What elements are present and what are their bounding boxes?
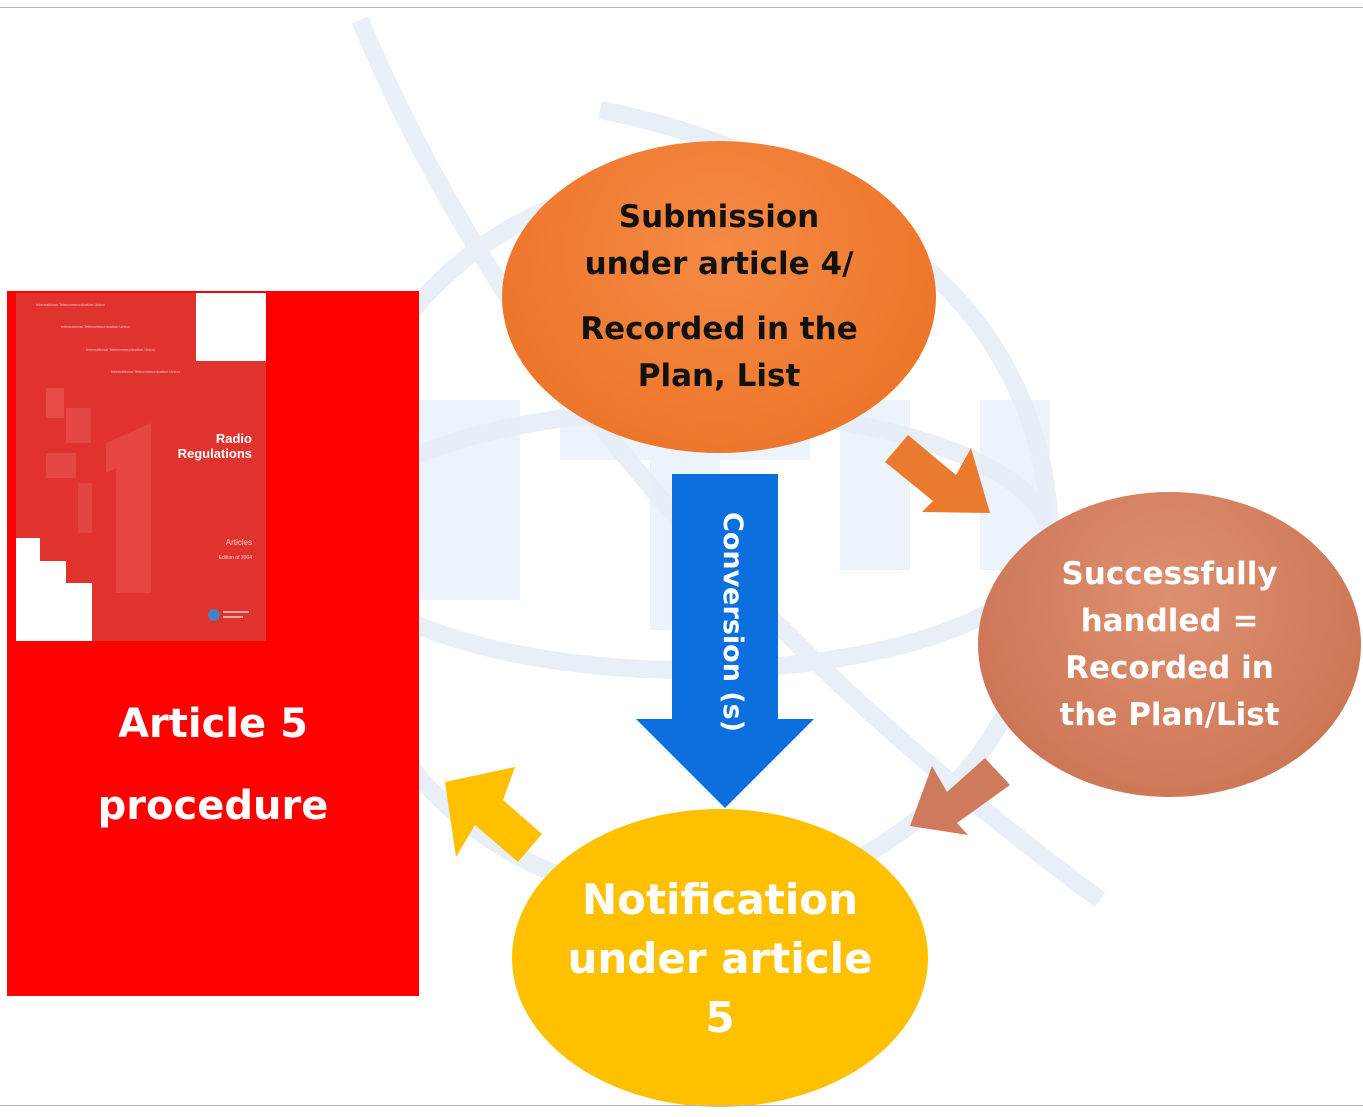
svg-text:International Telecommunicatio: International Telecommunication Union <box>36 302 105 307</box>
notification-line-3: 5 <box>705 992 735 1042</box>
submission-node: Submission under article 4/ Recorded in … <box>502 141 936 453</box>
cover-artwork: International Telecommunication Union In… <box>16 293 266 641</box>
handled-line-4: the Plan/List <box>1059 696 1280 733</box>
radio-regulations-cover: International Telecommunication Union In… <box>16 293 266 641</box>
notification-line-1: Notification <box>581 874 859 924</box>
cover-title: Radio Regulations <box>177 431 252 461</box>
notification-line-2: under article <box>567 933 873 983</box>
submission-line-1: Submission <box>618 199 820 235</box>
cover-subtitle: Articles <box>225 538 252 547</box>
submission-line-3: Recorded in the <box>580 311 858 347</box>
handled-line-1: Successfully <box>1061 555 1278 592</box>
conversion-label: Conversion (s) <box>717 511 748 733</box>
cover-edition: Edition of 2004 <box>218 555 252 561</box>
svg-text:International Telecommunicatio: International Telecommunication Union <box>111 369 180 374</box>
handled-line-2: handled = <box>1080 602 1259 639</box>
svg-text:International Telecommunicatio: International Telecommunication Union <box>61 324 130 329</box>
arrow-down-right-icon <box>885 435 990 513</box>
handled-node: Successfully handled = Recorded in the P… <box>978 492 1361 797</box>
notification-node: Notification under article 5 <box>512 809 928 1107</box>
svg-text:International Telecommunicatio: International Telecommunication Union <box>86 347 155 352</box>
submission-line-2: under article 4/ <box>584 246 854 282</box>
arrow-up-left-icon <box>445 767 542 862</box>
arrow-down-left-icon <box>910 758 1010 835</box>
submission-line-4: Plan, List <box>637 358 801 394</box>
bottom-rule <box>0 1105 1363 1106</box>
conversion-arrow <box>636 474 814 808</box>
top-rule <box>0 7 1363 8</box>
article5-panel: International Telecommunication Union In… <box>7 291 419 996</box>
panel-label-article: Article 5 <box>118 701 308 747</box>
panel-label-procedure: procedure <box>97 783 329 829</box>
handled-line-3: Recorded in <box>1065 649 1274 686</box>
